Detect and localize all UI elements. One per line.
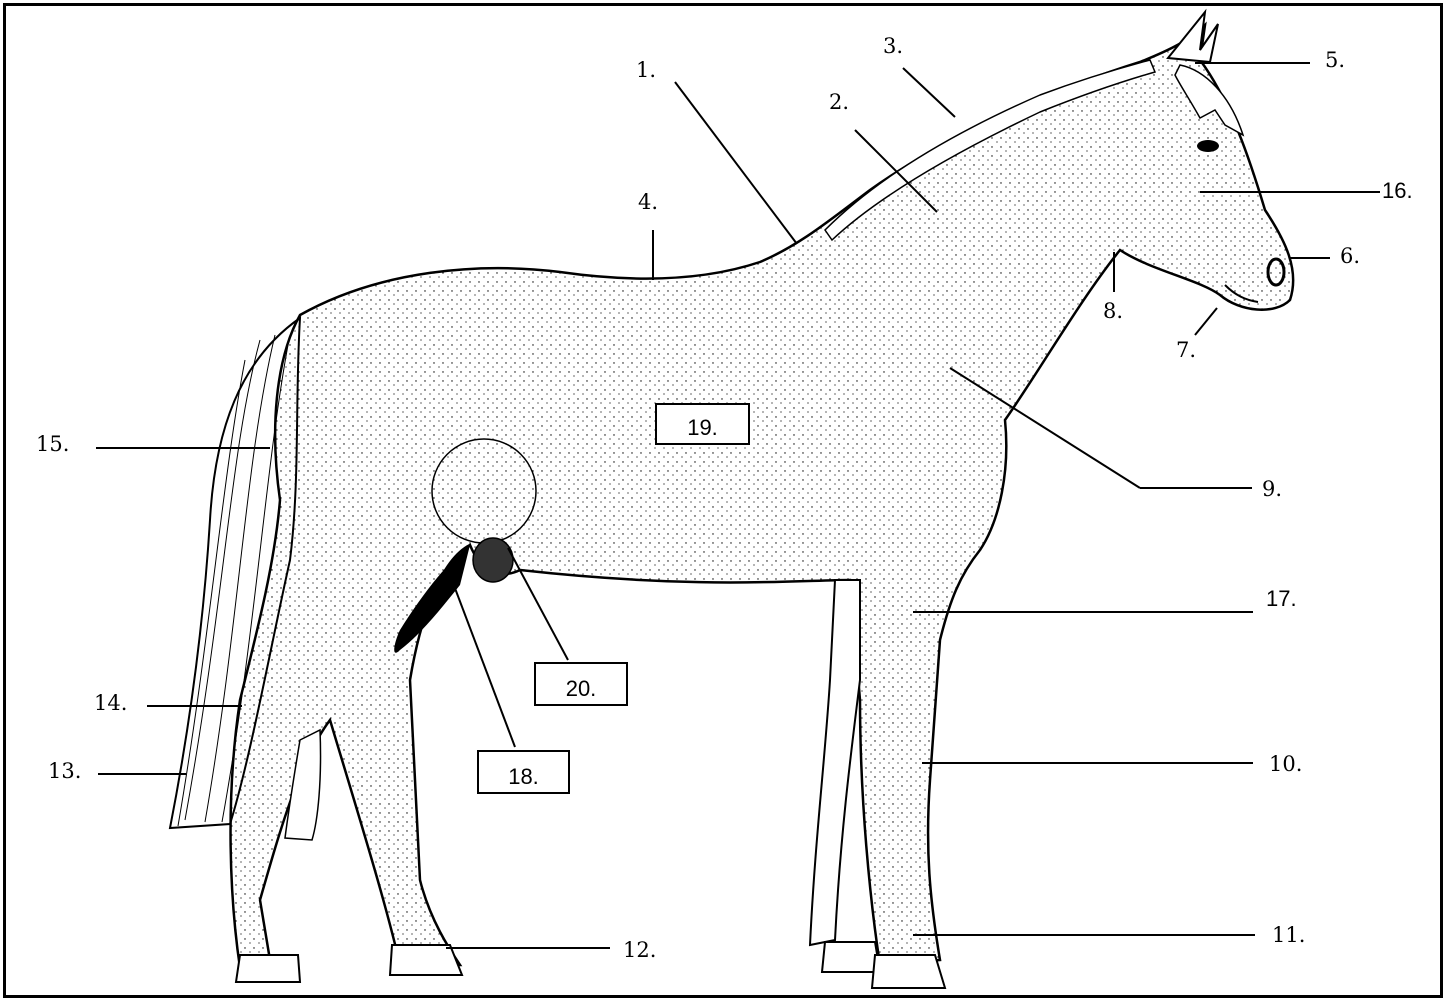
label-box-19: 19. bbox=[655, 403, 750, 445]
horse-body bbox=[231, 25, 1294, 968]
horse-eye bbox=[1197, 140, 1219, 152]
horse-ears bbox=[1168, 12, 1218, 62]
horse-sheath bbox=[473, 538, 513, 582]
label-4: 4. bbox=[638, 192, 658, 213]
label-13: 13. bbox=[48, 761, 81, 782]
label-9: 9. bbox=[1262, 479, 1282, 500]
label-3: 3. bbox=[883, 36, 903, 57]
horse-far-fore-leg bbox=[810, 580, 860, 945]
label-16: 16. bbox=[1382, 180, 1413, 202]
label-17: 17. bbox=[1266, 588, 1297, 610]
label-7: 7. bbox=[1176, 340, 1196, 361]
label-10: 10. bbox=[1269, 754, 1302, 775]
label-11: 11. bbox=[1272, 925, 1305, 946]
label-8: 8. bbox=[1103, 301, 1123, 322]
label-5: 5. bbox=[1325, 50, 1345, 71]
label-2: 2. bbox=[829, 92, 849, 113]
label-box-18: 18. bbox=[477, 750, 570, 794]
label-12: 12. bbox=[623, 940, 656, 961]
label-15: 15. bbox=[36, 434, 69, 455]
label-box-20: 20. bbox=[534, 662, 628, 706]
label-6: 6. bbox=[1340, 246, 1360, 267]
label-14: 14. bbox=[94, 693, 127, 714]
label-1: 1. bbox=[636, 60, 656, 81]
